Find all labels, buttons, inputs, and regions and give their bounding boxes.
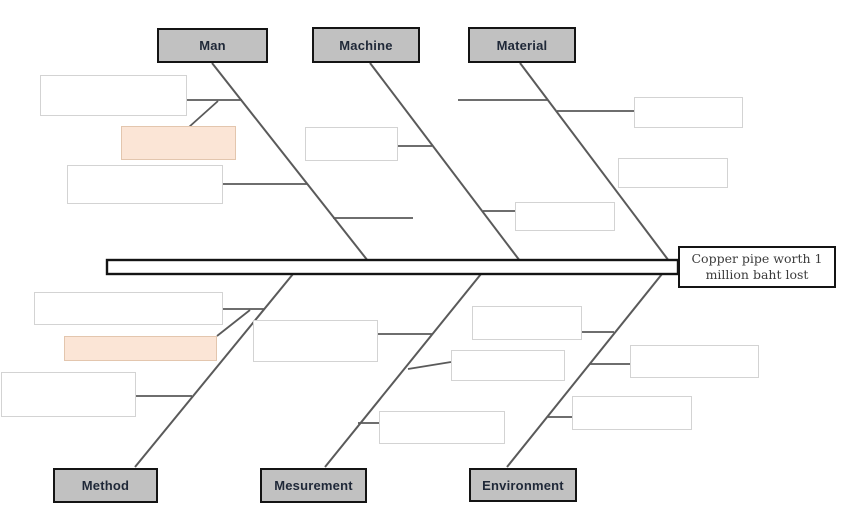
category-label-environment: Environment (482, 477, 564, 493)
cause-box-machine-2 (515, 202, 615, 231)
cause-box-environment-3 (572, 396, 692, 430)
category-box-material: Material (468, 27, 576, 63)
connector-method-highlight (216, 309, 251, 337)
cause-box-method-highlight (64, 336, 217, 361)
category-label-machine: Machine (339, 37, 393, 53)
bone-man (211, 62, 369, 262)
bone-environment (506, 273, 663, 468)
cause-box-method-3 (1, 372, 136, 417)
cause-box-mesurement-2 (451, 350, 565, 381)
cause-box-man-3 (67, 165, 223, 204)
category-label-man: Man (199, 38, 226, 53)
cause-box-method-1 (34, 292, 223, 325)
category-label-method: Method (81, 478, 130, 493)
bone-mesurement (324, 273, 482, 468)
cause-box-mesurement-3 (379, 411, 505, 444)
cause-box-environment-1 (472, 306, 582, 340)
cause-box-material-1 (634, 97, 743, 128)
category-box-mesurement: Mesurement (260, 468, 367, 503)
bone-material (519, 62, 670, 262)
category-box-man: Man (157, 28, 268, 63)
cause-box-machine-1 (305, 127, 398, 161)
connector-mesurement-2 (407, 361, 452, 370)
category-box-method: Method (53, 468, 158, 503)
cause-box-mesurement-1 (253, 320, 378, 362)
cause-box-man-highlight (121, 126, 236, 160)
category-label-mesurement: Mesurement (274, 478, 353, 493)
category-label-material: Material (496, 37, 548, 53)
cause-box-man-1 (40, 75, 187, 116)
spine (105, 258, 680, 276)
effect-box: Copper pipe worth 1 million baht lost (678, 246, 836, 288)
category-box-machine: Machine (312, 27, 420, 63)
bone-method (134, 273, 294, 468)
category-box-environment: Environment (469, 468, 577, 502)
effect-text-line2: million baht lost (705, 267, 809, 282)
cause-box-environment-2 (630, 345, 759, 378)
effect-text-line1: Copper pipe worth 1 (691, 250, 823, 266)
connector-man-highlight (188, 100, 219, 128)
cause-box-material-2 (618, 158, 728, 188)
bone-machine (369, 62, 521, 262)
